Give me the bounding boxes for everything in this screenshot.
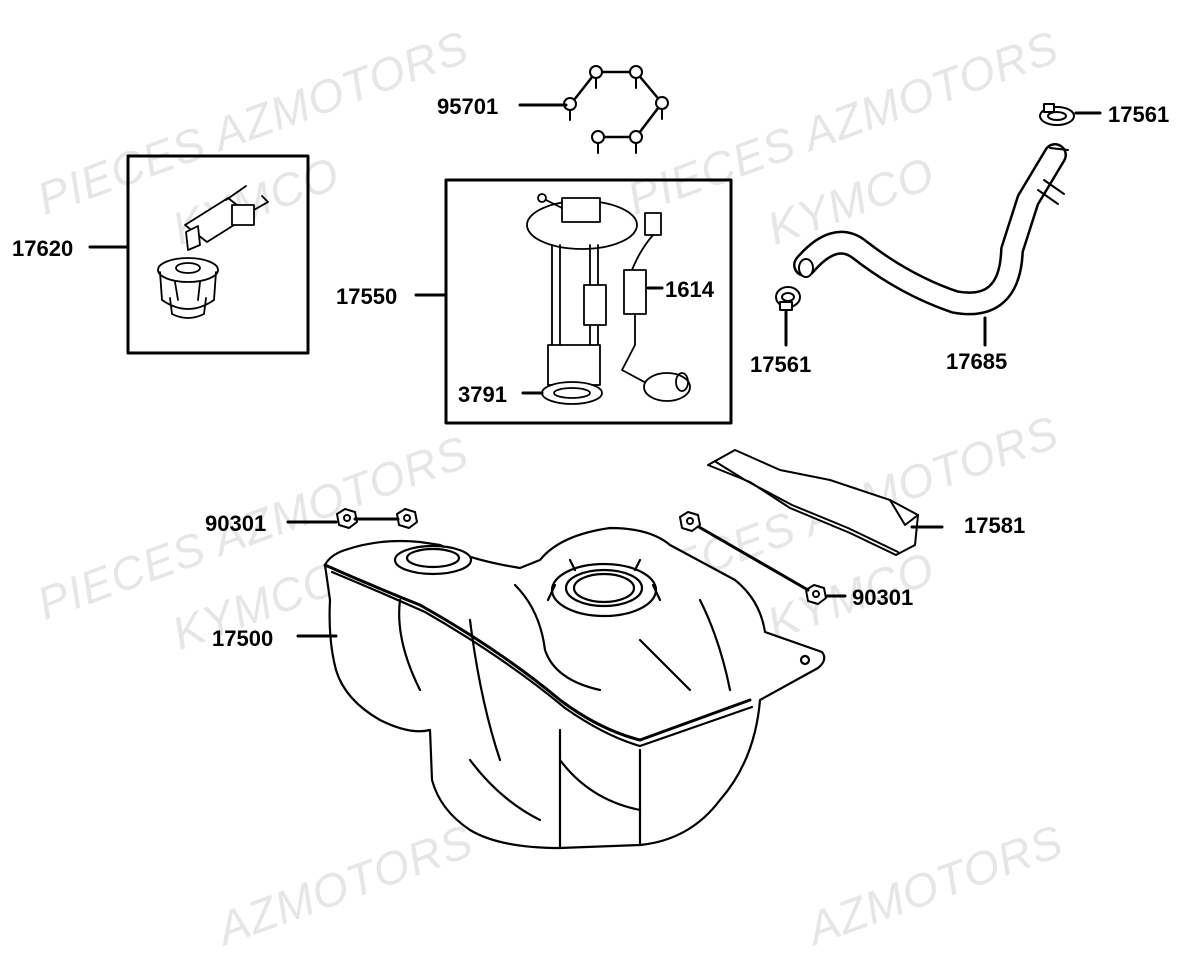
callout-17685: 17685 <box>946 349 1008 374</box>
callout-90301-left: 90301 <box>205 511 267 536</box>
callout-17561-lower: 17561 <box>750 352 812 377</box>
callout-17561-top: 17561 <box>1108 102 1170 127</box>
callout-95701: 95701 <box>437 94 499 119</box>
fuel-pump-box <box>444 178 733 425</box>
callout-1614: 1614 <box>665 277 714 302</box>
callout-17620: 17620 <box>12 236 74 261</box>
fuel-cap <box>157 185 269 319</box>
callout-17500: 17500 <box>212 626 274 651</box>
fuel-cap-box <box>126 154 310 355</box>
callout-17581: 17581 <box>964 513 1026 538</box>
nuts-right <box>679 511 827 605</box>
callout-90301-right: 90301 <box>852 585 914 610</box>
tank-cover-strip <box>707 449 919 556</box>
callout-17550: 17550 <box>336 284 398 309</box>
fuel-hose <box>793 143 1069 316</box>
nuts-left <box>336 508 418 529</box>
hose-clamp-lower <box>775 286 801 311</box>
fuel-tank <box>323 526 826 850</box>
bolt-set <box>563 65 669 154</box>
parts-diagram <box>88 65 1102 850</box>
fuel-level-sender <box>621 212 691 402</box>
hose-clamp-top <box>1039 103 1075 126</box>
fuel-pump <box>526 193 638 405</box>
callout-3791: 3791 <box>458 382 507 407</box>
